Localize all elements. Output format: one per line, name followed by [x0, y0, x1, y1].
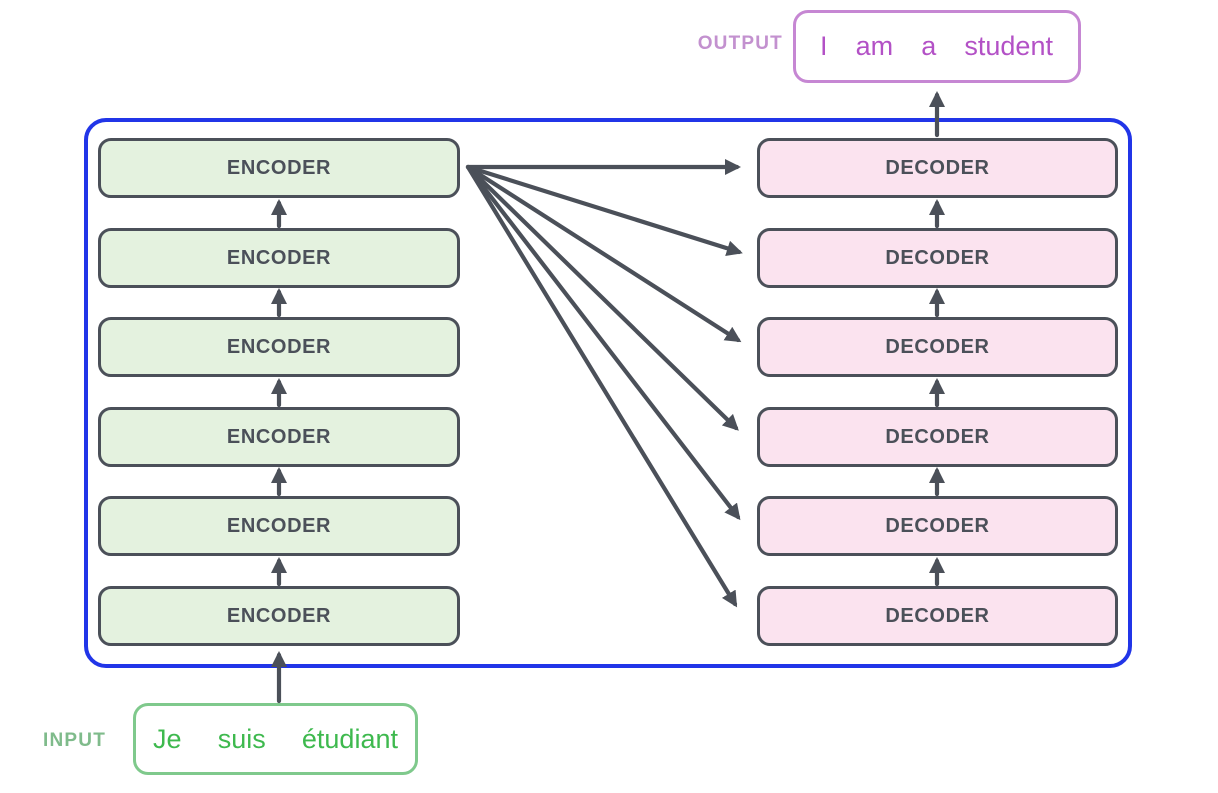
decoder-box: DECODER	[757, 228, 1118, 288]
input-token: étudiant	[301, 723, 398, 754]
decoder-box: DECODER	[757, 317, 1118, 377]
output-token: I	[820, 31, 828, 61]
encoder-box: ENCODER	[98, 407, 460, 467]
encoder-box: ENCODER	[98, 228, 460, 288]
input-box: Je suis étudiant	[133, 703, 418, 775]
encoder-box: ENCODER	[98, 496, 460, 556]
output-label: OUTPUT	[697, 33, 783, 54]
decoder-box: DECODER	[757, 407, 1118, 467]
encoder-box: ENCODER	[98, 317, 460, 377]
output-token: a	[921, 31, 937, 61]
output-token: student	[964, 31, 1053, 61]
input-label: INPUT	[43, 730, 106, 751]
decoder-box: DECODER	[757, 586, 1118, 646]
encoder-box: ENCODER	[98, 138, 460, 198]
output-token: am	[855, 31, 894, 61]
input-token: suis	[217, 723, 266, 754]
output-box: I am a student	[793, 10, 1081, 83]
input-token: Je	[153, 723, 182, 754]
decoder-box: DECODER	[757, 138, 1118, 198]
decoder-box: DECODER	[757, 496, 1118, 556]
encoder-box: ENCODER	[98, 586, 460, 646]
